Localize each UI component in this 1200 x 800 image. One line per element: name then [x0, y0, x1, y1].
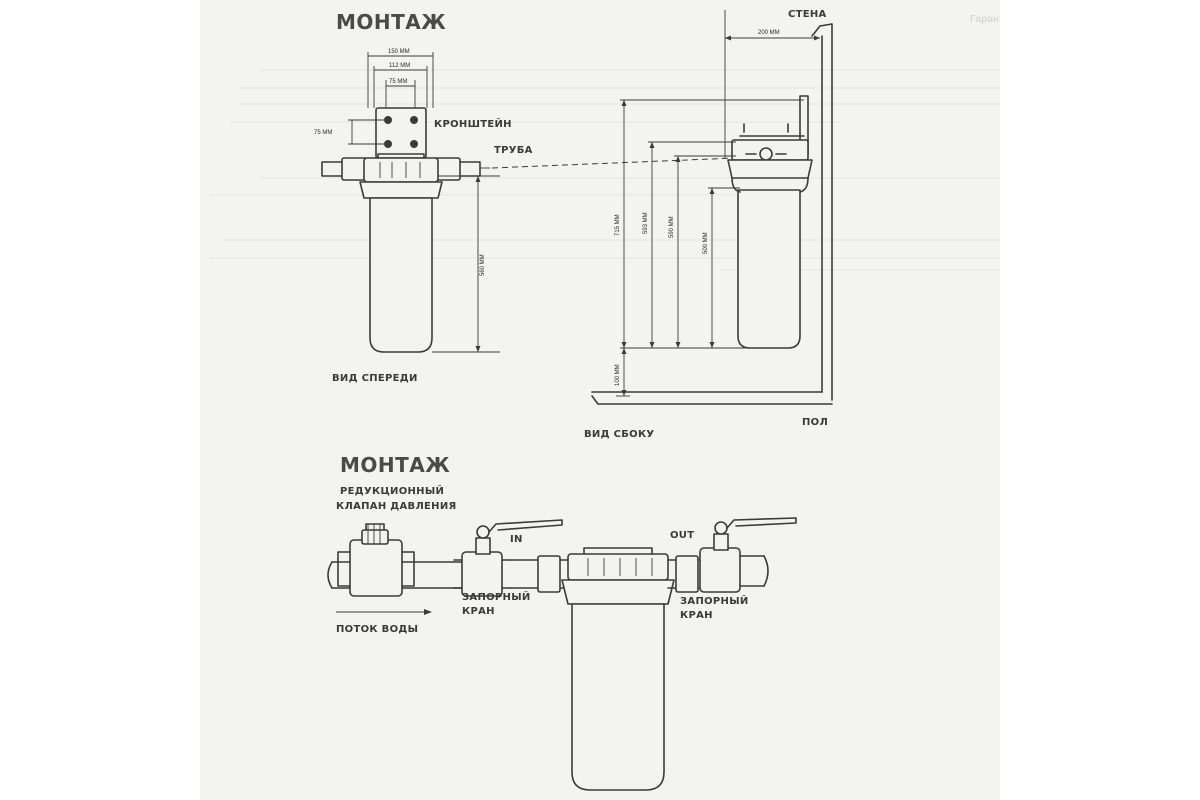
side-view-caption: ВИД СБОКУ [584, 429, 654, 440]
dim-height-filter: 560 ММ [480, 254, 486, 276]
instruction-sheet: Гарантийные МОНТАЖ [200, 0, 1000, 800]
bracket-label: КРОНШТЕЙН [434, 117, 512, 130]
valve-out-label-line1: ЗАПОРНЫЙ [680, 594, 749, 607]
dim-593: 593 ММ [643, 212, 649, 234]
valve-in-label-line1: ЗАПОРНЫЙ [462, 590, 531, 603]
dim-height-bracket: 75 ММ [314, 130, 332, 136]
bleed-through-text: Гарантийные [210, 14, 1000, 271]
dim-wall-offset: 200 ММ [758, 30, 780, 36]
front-view-drawing [321, 52, 500, 353]
pipe-label: ТРУБА [494, 145, 533, 156]
dim-500: 500 ММ [703, 232, 709, 254]
dim-100: 100 ММ [615, 364, 621, 386]
svg-text:Гарантийные: Гарантийные [970, 14, 1000, 25]
reducer-label-line2: КЛАПАН ДАВЛЕНИЯ [336, 501, 457, 512]
top-section-title: МОНТАЖ [336, 10, 446, 34]
dim-590: 590 ММ [669, 216, 675, 238]
installation-diagram: Гарантийные МОНТАЖ [210, 9, 1000, 791]
floor-label: ПОЛ [802, 417, 828, 428]
installation-scheme-drawing [327, 517, 797, 791]
dim-width-inner: 75 ММ [389, 79, 407, 85]
in-label: IN [510, 534, 523, 545]
wall-label: СТЕНА [788, 9, 827, 20]
flow-label: ПОТОК ВОДЫ [336, 624, 418, 635]
dim-width-outer: 150 ММ [388, 49, 410, 55]
valve-in-label-line2: КРАН [462, 606, 495, 617]
dim-width-mid: 112 ММ [389, 63, 410, 69]
valve-out-label-line2: КРАН [680, 610, 713, 621]
out-label: OUT [670, 530, 694, 541]
front-view-caption: ВИД СПЕРЕДИ [332, 373, 418, 384]
reducer-label-line1: РЕДУКЦИОННЫЙ [340, 484, 444, 497]
dim-715: 715 ММ [615, 214, 621, 236]
projection-line [491, 157, 736, 169]
side-view-drawing [591, 10, 833, 405]
bottom-section-title: МОНТАЖ [340, 453, 450, 477]
